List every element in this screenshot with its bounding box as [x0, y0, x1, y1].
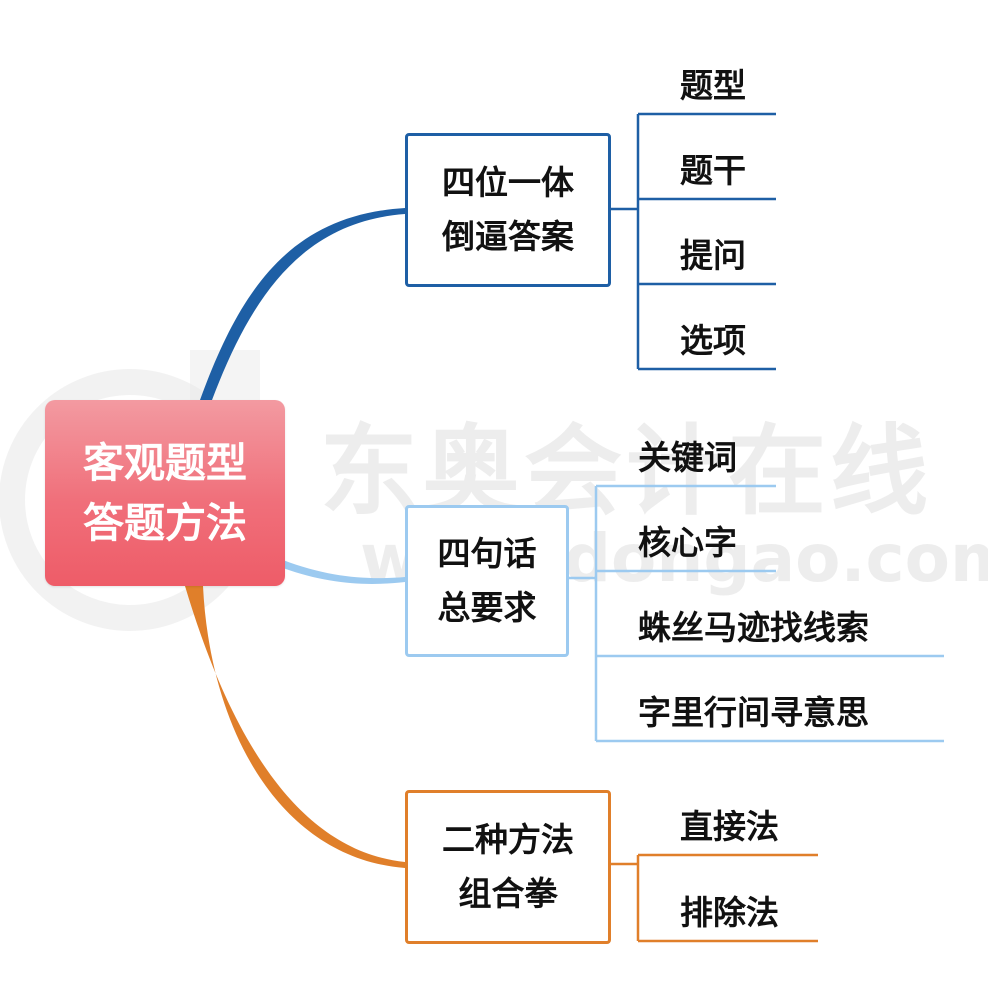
connector-branch-1: [200, 208, 405, 400]
leaf-tree-1: [608, 112, 776, 371]
leaf-tree-3: [608, 853, 818, 943]
branch-1-line1: 四位一体: [442, 163, 574, 202]
connector-branch-2: [283, 560, 405, 584]
branch-2-line1: 四句话: [437, 534, 537, 573]
branch-node-1: 四位一体 倒逼答案: [405, 133, 611, 287]
leaf-2-4: 字里行间寻意思: [638, 693, 869, 732]
leaf-1-2: 题干: [680, 151, 746, 190]
leaf-3-2: 排除法: [680, 893, 779, 932]
leaf-tree-2: [566, 484, 944, 743]
branch-node-2: 四句话 总要求: [405, 505, 569, 657]
branch-2-line2: 总要求: [437, 588, 537, 627]
root-title-line2: 答题方法: [83, 499, 247, 547]
branch-1-line2: 倒逼答案: [442, 217, 574, 256]
root-title-line1: 客观题型: [83, 439, 247, 487]
branch-3-line2: 组合拳: [458, 874, 558, 913]
leaf-1-1: 题型: [680, 66, 746, 105]
root-node: 客观题型 答题方法: [45, 400, 285, 586]
leaf-1-4: 选项: [680, 321, 746, 360]
leaf-2-2: 核心字: [638, 523, 737, 562]
leaf-3-1: 直接法: [680, 807, 779, 846]
connector-branch-3: [185, 586, 405, 868]
branch-node-3: 二种方法 组合拳: [405, 790, 611, 944]
leaf-2-3: 蛛丝马迹找线索: [638, 608, 869, 647]
leaf-1-3: 提问: [680, 236, 746, 275]
leaf-2-1: 关键词: [638, 438, 737, 477]
branch-3-line1: 二种方法: [442, 820, 574, 859]
